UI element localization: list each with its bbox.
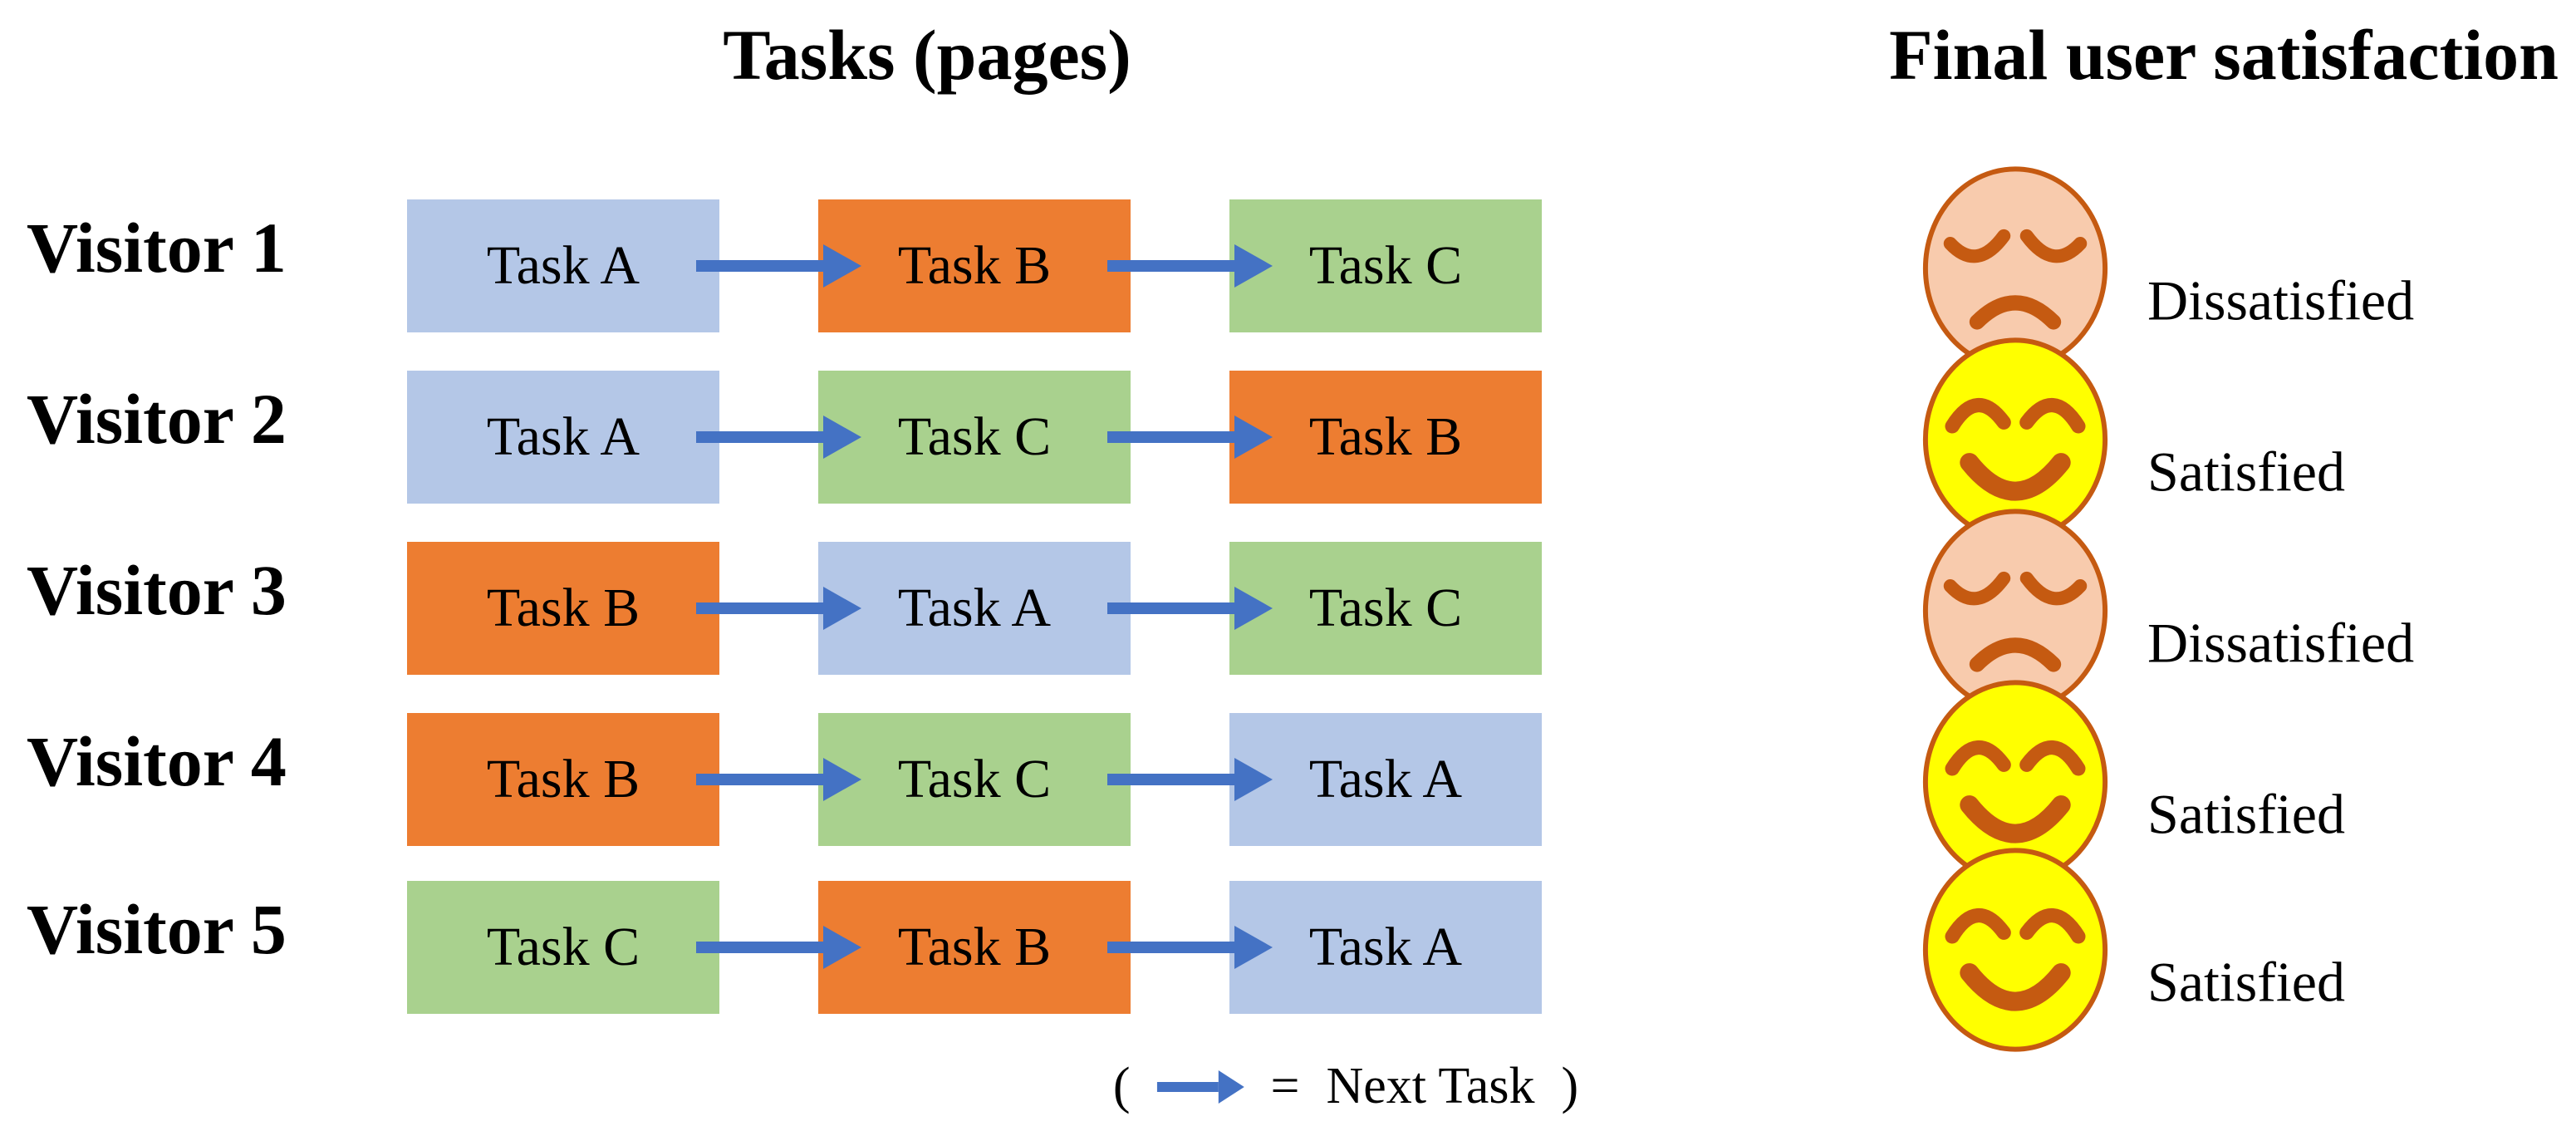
next-task-arrow-icon: [696, 587, 861, 630]
task-box: Task C: [1229, 542, 1542, 675]
satisfaction-label: Satisfied: [2147, 440, 2345, 504]
tasks-title: Tasks (pages): [723, 15, 1131, 95]
dissatisfied-face-icon: [1922, 166, 2108, 371]
visitor-label: Visitor 1: [27, 208, 287, 288]
visitor-label: Visitor 3: [27, 550, 287, 630]
next-task-arrow-icon: [1156, 1070, 1244, 1104]
next-task-arrow-icon: [1107, 587, 1273, 630]
visitor-row-3: Visitor 3 Task B Task A Task C Dissatisf…: [0, 509, 2576, 713]
task-box: Task A: [818, 542, 1131, 675]
task-box: Task A: [1229, 881, 1542, 1014]
task-label: Task A: [486, 406, 640, 467]
next-task-arrow-icon: [1107, 758, 1273, 801]
task-label: Task B: [897, 917, 1052, 977]
task-box: Task B: [407, 713, 719, 846]
satisfied-face-icon: [1922, 680, 2108, 884]
next-task-arrow-icon: [1107, 244, 1273, 288]
visitor-label: Visitor 5: [27, 889, 287, 969]
task-box: Task B: [818, 199, 1131, 332]
satisfaction-label: Dissatisfied: [2147, 268, 2415, 332]
task-box: Task C: [818, 713, 1131, 846]
task-box: Task A: [407, 371, 719, 504]
satisfied-face-icon: [1922, 848, 2108, 1052]
legend: ( = Next Task ): [1113, 1057, 1578, 1116]
task-label: Task C: [897, 406, 1052, 467]
visitor-label: Visitor 2: [27, 379, 287, 459]
task-label: Task B: [486, 749, 640, 809]
satisfaction-label: Satisfied: [2147, 950, 2345, 1014]
task-label: Task A: [1308, 917, 1463, 977]
next-task-arrow-icon: [696, 244, 861, 288]
task-label: Task C: [1308, 235, 1463, 296]
task-label: Task A: [1308, 749, 1463, 809]
next-task-arrow-icon: [1107, 926, 1273, 969]
task-box: Task B: [1229, 371, 1542, 504]
next-task-arrow-icon: [696, 416, 861, 459]
task-label: Task B: [897, 235, 1052, 296]
task-box: Task A: [407, 199, 719, 332]
task-box: Task C: [407, 881, 719, 1014]
task-label: Task A: [897, 578, 1052, 638]
legend-equals-sign: =: [1270, 1058, 1300, 1114]
task-box: Task A: [1229, 713, 1542, 846]
task-label: Task A: [486, 235, 640, 296]
next-task-arrow-icon: [1107, 416, 1273, 459]
visitor-row-1: Visitor 1 Task A Task B Task C Dissatisf…: [0, 166, 2576, 371]
satisfaction-label: Dissatisfied: [2147, 611, 2415, 675]
satisfaction-label: Satisfied: [2147, 782, 2345, 846]
visitor-row-4: Visitor 4 Task B Task C Task A Satisfied: [0, 680, 2576, 884]
legend-open-paren: (: [1112, 1058, 1131, 1114]
task-label: Task C: [897, 749, 1052, 809]
task-label: Task C: [486, 917, 640, 977]
satisfaction-title: Final user satisfaction: [1889, 15, 2559, 95]
task-box: Task C: [818, 371, 1131, 504]
next-task-arrow-icon: [696, 926, 861, 969]
task-box: Task C: [1229, 199, 1542, 332]
visitor-label: Visitor 4: [27, 721, 287, 801]
next-task-arrow-icon: [696, 758, 861, 801]
task-label: Task C: [1308, 578, 1463, 638]
satisfied-face-icon: [1922, 337, 2108, 542]
task-box: Task B: [407, 542, 719, 675]
legend-close-paren: ): [1561, 1058, 1579, 1114]
task-label: Task B: [486, 578, 640, 638]
visitor-row-2: Visitor 2 Task A Task C Task B Satisfied: [0, 337, 2576, 542]
visitor-row-5: Visitor 5 Task C Task B Task A Satisfied: [0, 848, 2576, 1052]
task-label: Task B: [1308, 406, 1463, 467]
legend-label: Next Task: [1326, 1058, 1535, 1114]
task-box: Task B: [818, 881, 1131, 1014]
